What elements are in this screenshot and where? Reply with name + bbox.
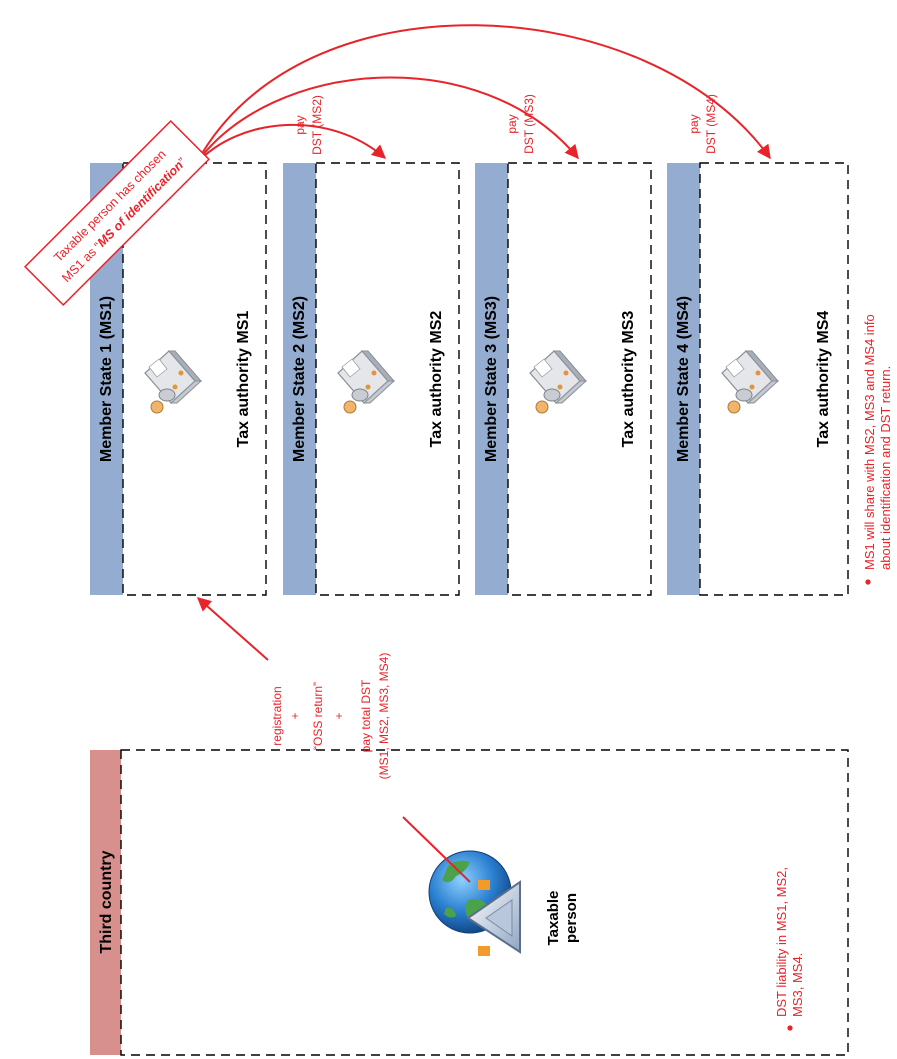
info-sharing-note: MS1 will share with MS2, MS3 and MS4 inf… xyxy=(862,314,893,585)
info-note-line2: about identification and DST return. xyxy=(878,366,893,570)
ms2-authority-label: Tax authority MS2 xyxy=(428,311,445,448)
pay-arrow-ms4 xyxy=(195,24,771,165)
dst-liability-line2: MS3, MS4. xyxy=(790,953,805,1017)
registration-arrow xyxy=(196,597,269,661)
pay-arrow-ms2 xyxy=(195,124,387,165)
payment-arrows: pay DST (MS2) pay DST (MS3) pay DST (MS4… xyxy=(195,24,771,165)
ms2-header: Member State 2 (MS2) xyxy=(291,296,308,462)
info-note-line1: MS1 will share with MS2, MS3 and MS4 inf… xyxy=(862,314,877,570)
registration-label: registration xyxy=(270,686,284,745)
registration-plus-1: + xyxy=(288,712,302,719)
third-country-header-bar xyxy=(90,750,121,1055)
registration-plus-2: + xyxy=(332,712,346,719)
pay-ms2-label: pay xyxy=(293,115,307,134)
tax-officer-icon xyxy=(144,350,202,414)
pay-ms3-label: pay xyxy=(505,114,519,133)
tax-officer-icon xyxy=(337,350,395,414)
ms1-header: Member State 1 (MS1) xyxy=(98,296,115,462)
ms4-header-bar xyxy=(667,163,700,595)
ms2-box xyxy=(315,162,460,596)
callout-frame xyxy=(24,120,210,306)
pay-arrow-ms3 xyxy=(195,76,579,165)
tax-officer-icon xyxy=(721,350,779,414)
third-country: Third country Taxable person DST liabili… xyxy=(90,749,849,1056)
dst-liability-line1: DST liability in MS1, MS2, xyxy=(774,867,789,1017)
ms3-authority-label: Tax authority MS3 xyxy=(620,311,637,448)
ms2-header-bar xyxy=(283,163,316,595)
registration-flow: registration + “OSS return” + pay total … xyxy=(196,597,471,883)
third-country-header: Third country xyxy=(98,850,115,953)
member-state-4: Member State 4 (MS4) Tax authority MS4 xyxy=(667,162,849,596)
pay-ms3-dst: DST (MS3) xyxy=(522,94,536,154)
ms4-authority-label: Tax authority MS4 xyxy=(815,311,832,448)
ms1-box xyxy=(122,162,267,596)
ms4-box xyxy=(699,162,849,596)
pay-ms4-label: pay xyxy=(687,114,701,133)
taxable-person-icon xyxy=(428,850,521,956)
oss-return-label: “OSS return” xyxy=(311,682,325,750)
ms3-header: Member State 3 (MS3) xyxy=(483,296,500,462)
pay-ms2-dst: DST (MS2) xyxy=(310,95,324,155)
pay-ms4-dst: DST (MS4) xyxy=(704,94,718,154)
member-state-2: Member State 2 (MS2) Tax authority MS2 xyxy=(283,162,460,596)
person-connector-line xyxy=(402,816,471,883)
bullet-icon xyxy=(865,579,871,585)
ms3-box xyxy=(507,162,652,596)
third-country-box xyxy=(120,749,849,1056)
ms3-header-bar xyxy=(475,163,508,595)
ms1-authority-label: Tax authority MS1 xyxy=(235,311,252,448)
bullet-icon xyxy=(787,1025,793,1031)
tax-officer-icon xyxy=(529,350,587,414)
member-state-3: Member State 3 (MS3) Tax authority MS3 xyxy=(475,162,652,596)
ms4-header: Member State 4 (MS4) xyxy=(675,296,692,462)
pay-total-dst-label: pay total DST xyxy=(359,679,373,752)
taxable-person-line2: person xyxy=(563,893,580,943)
pay-total-dst-states: (MS1, MS2, MS3, MS4) xyxy=(377,653,391,780)
taxable-person-line1: Taxable xyxy=(545,891,562,946)
